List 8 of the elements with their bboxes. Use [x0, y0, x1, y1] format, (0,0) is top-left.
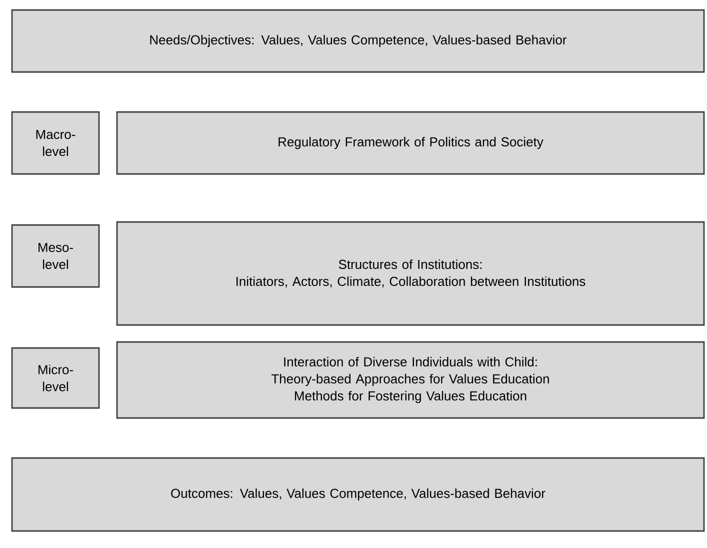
level-box: Macro-level: [11, 111, 100, 175]
framework-box: Regulatory Framework of Politics and Society: [116, 111, 705, 175]
outcomes-box: Outcomes: Values, Values Competence, Values-based Behavior: [11, 457, 705, 532]
structures-box: Structures of Institutions: Initiators, Actors, Climate, Collaboration between Institutions: [116, 221, 705, 326]
level-box: Micro-level: [11, 347, 100, 409]
interaction-box: Interaction of Diverse Individuals with Child: Theory-based Approaches for Values Education Methods for Fostering Values Education: [116, 341, 705, 419]
level-box: Meso-level: [11, 224, 100, 288]
objectives-box: Needs/Objectives: Values, Values Competence, Values-based Behavior: [11, 9, 705, 73]
